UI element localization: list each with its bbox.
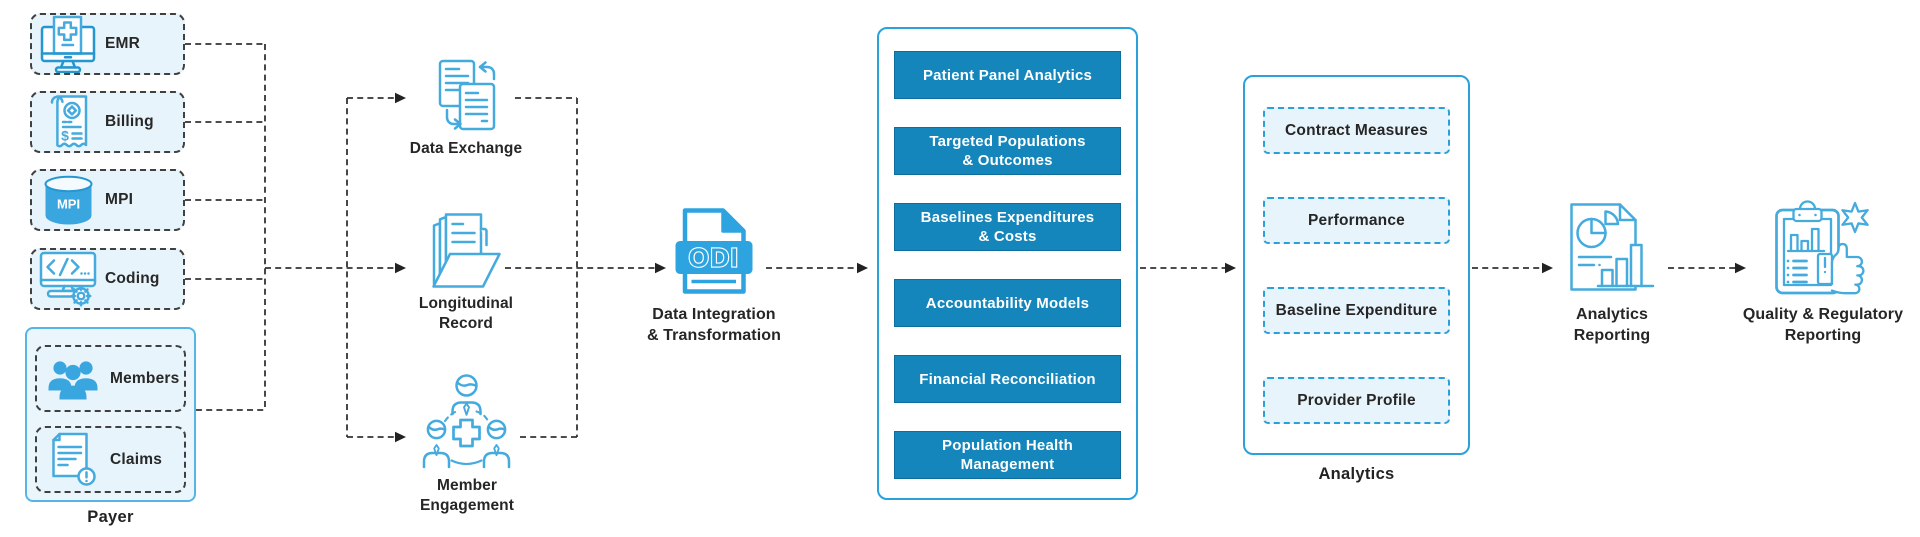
source-label: Billing: [105, 113, 154, 130]
quality-regulatory-reporting-icon: [1774, 197, 1873, 296]
analytics-panel: Contract Measures Performance Baseline E…: [1243, 75, 1470, 455]
mpi-icon-text: MPI: [56, 196, 79, 211]
integration-label: Data Integration & Transformation: [646, 306, 782, 344]
platform-panel: Patient Panel Analytics Targeted Populat…: [877, 27, 1138, 500]
source-box-mpi: MPI MPI: [30, 169, 185, 231]
ingestion-label-data-exchange: Data Exchange: [409, 140, 523, 157]
analytics-item: Performance: [1263, 197, 1450, 244]
analytics-item: Provider Profile: [1263, 377, 1450, 424]
analytics-reporting-icon: [1569, 202, 1656, 292]
data-exchange-icon: [427, 59, 506, 137]
platform-item: Financial Reconciliation: [894, 355, 1121, 403]
platform-item: Baselines Expenditures & Costs: [894, 203, 1121, 251]
mpi-database-icon: MPI: [38, 175, 98, 226]
source-box-coding: Coding: [30, 248, 185, 310]
longitudinal-record-folder-icon: [427, 210, 503, 290]
odi-file-icon: ODI: [674, 208, 754, 294]
ingestion-label-longitudinal-record: Longitudinal Record: [418, 295, 514, 332]
platform-item: Patient Panel Analytics: [894, 51, 1121, 99]
source-box-emr: EMR: [30, 13, 185, 75]
emr-monitor-icon: [38, 15, 98, 73]
analytics-item: Baseline Expenditure: [1263, 287, 1450, 334]
source-box-members: Members: [35, 345, 186, 412]
claims-document-icon: [43, 432, 103, 487]
billing-receipt-icon: $: [38, 94, 98, 150]
source-label: EMR: [105, 35, 141, 52]
output-label-quality-regulatory: Quality & Regulatory Reporting: [1742, 306, 1904, 344]
platform-item: Targeted Populations & Outcomes: [894, 127, 1121, 175]
source-box-billing: $ Billing: [30, 91, 185, 153]
source-label: Members: [110, 369, 180, 387]
source-label: Claims: [110, 450, 163, 468]
source-label: MPI: [105, 191, 134, 208]
source-box-claims: Claims: [35, 426, 186, 493]
payer-caption: Payer: [87, 508, 134, 526]
platform-item: Population Health Management: [894, 431, 1121, 479]
source-label: Coding: [105, 270, 160, 287]
coding-monitor-gear-icon: [38, 251, 98, 307]
analytics-item: Contract Measures: [1263, 107, 1450, 154]
members-people-icon: [43, 356, 103, 402]
ingestion-label-member-engagement: Member Engagement: [419, 477, 514, 514]
member-engagement-icon: [422, 370, 511, 469]
billing-dollar-text: $: [61, 128, 69, 144]
platform-item: Accountability Models: [894, 279, 1121, 327]
analytics-caption: Analytics: [1318, 465, 1395, 483]
odi-badge-text: ODI: [689, 243, 740, 273]
output-label-analytics-reporting: Analytics Reporting: [1573, 306, 1651, 344]
